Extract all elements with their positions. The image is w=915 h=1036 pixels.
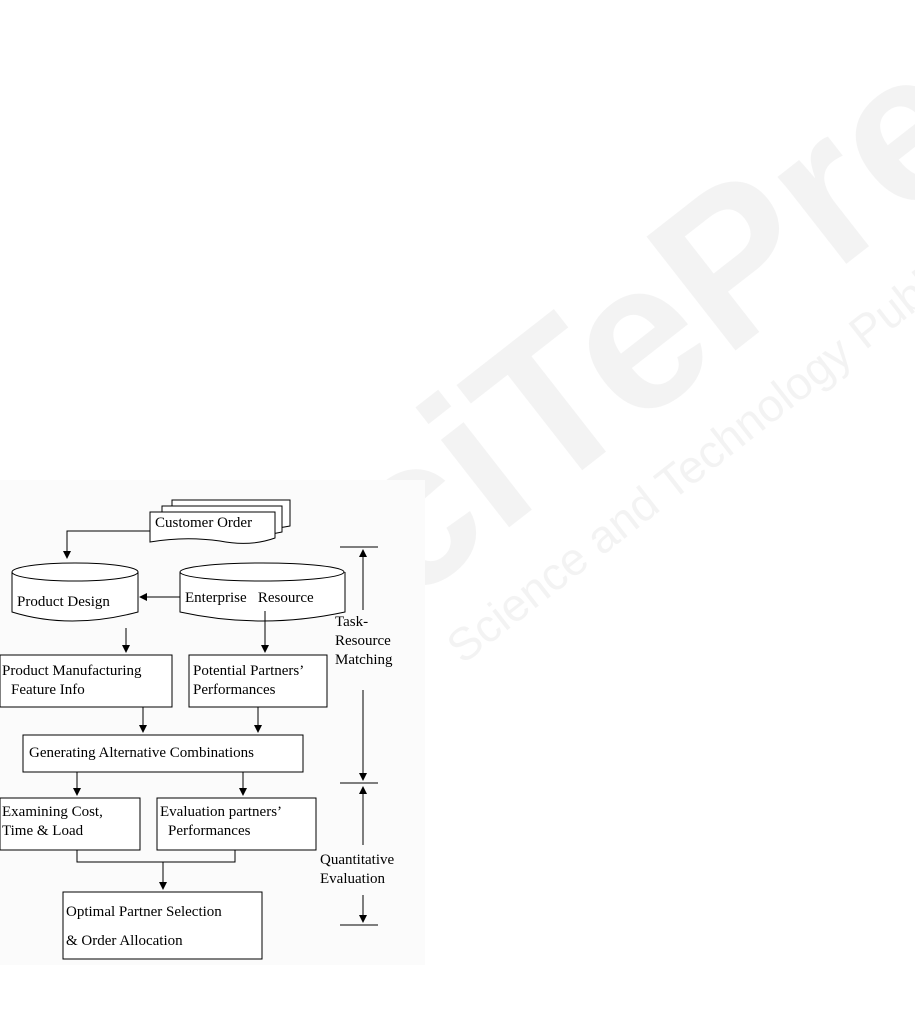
quantitative-evaluation-line1: Quantitative [320,852,395,868]
quantitative-evaluation-line2: Evaluation [320,871,385,887]
product-design-label: Product Design [17,594,110,610]
generating-combinations-label: Generating Alternative Combinations [29,745,254,761]
optimal-selection-line1: Optimal Partner Selection [66,904,222,920]
merge-connector [76,850,236,863]
task-resource-line1: Task- [335,614,369,630]
arrow-order-to-design [63,530,150,559]
task-resource-line2: Resource [335,633,391,649]
potential-partners-line2: Performances [193,682,276,698]
optimal-selection-box [62,891,263,960]
quantitative-evaluation-bracket [340,786,378,926]
figure-background [0,480,425,965]
customer-order-shape [149,499,291,544]
potential-partners-box [188,654,328,708]
product-feature-line2: Feature Info [11,682,85,698]
product-design-cylinder [11,562,139,622]
potential-partners-line1: Potential Partners’ [193,663,305,679]
generating-combinations-box [22,734,304,773]
enterprise-resource-label: Enterprise Resource [185,590,314,606]
customer-order-label: Customer Order [155,515,253,531]
product-feature-line1: Product Manufacturing [2,663,142,679]
examining-cost-line1: Examining Cost, [2,804,103,820]
task-resource-bracket [340,546,378,784]
evaluation-partners-line1: Evaluation partners’ [160,804,283,820]
evaluation-partners-box [156,797,317,851]
task-resource-line3: Matching [335,652,393,668]
optimal-selection-line2: & Order Allocation [66,933,183,949]
examining-cost-line2: Time & Load [2,823,84,839]
product-feature-box [0,654,173,708]
evaluation-partners-line2: Performances [168,823,251,839]
enterprise-resource-cylinder [179,562,346,622]
examining-cost-box [0,797,141,851]
